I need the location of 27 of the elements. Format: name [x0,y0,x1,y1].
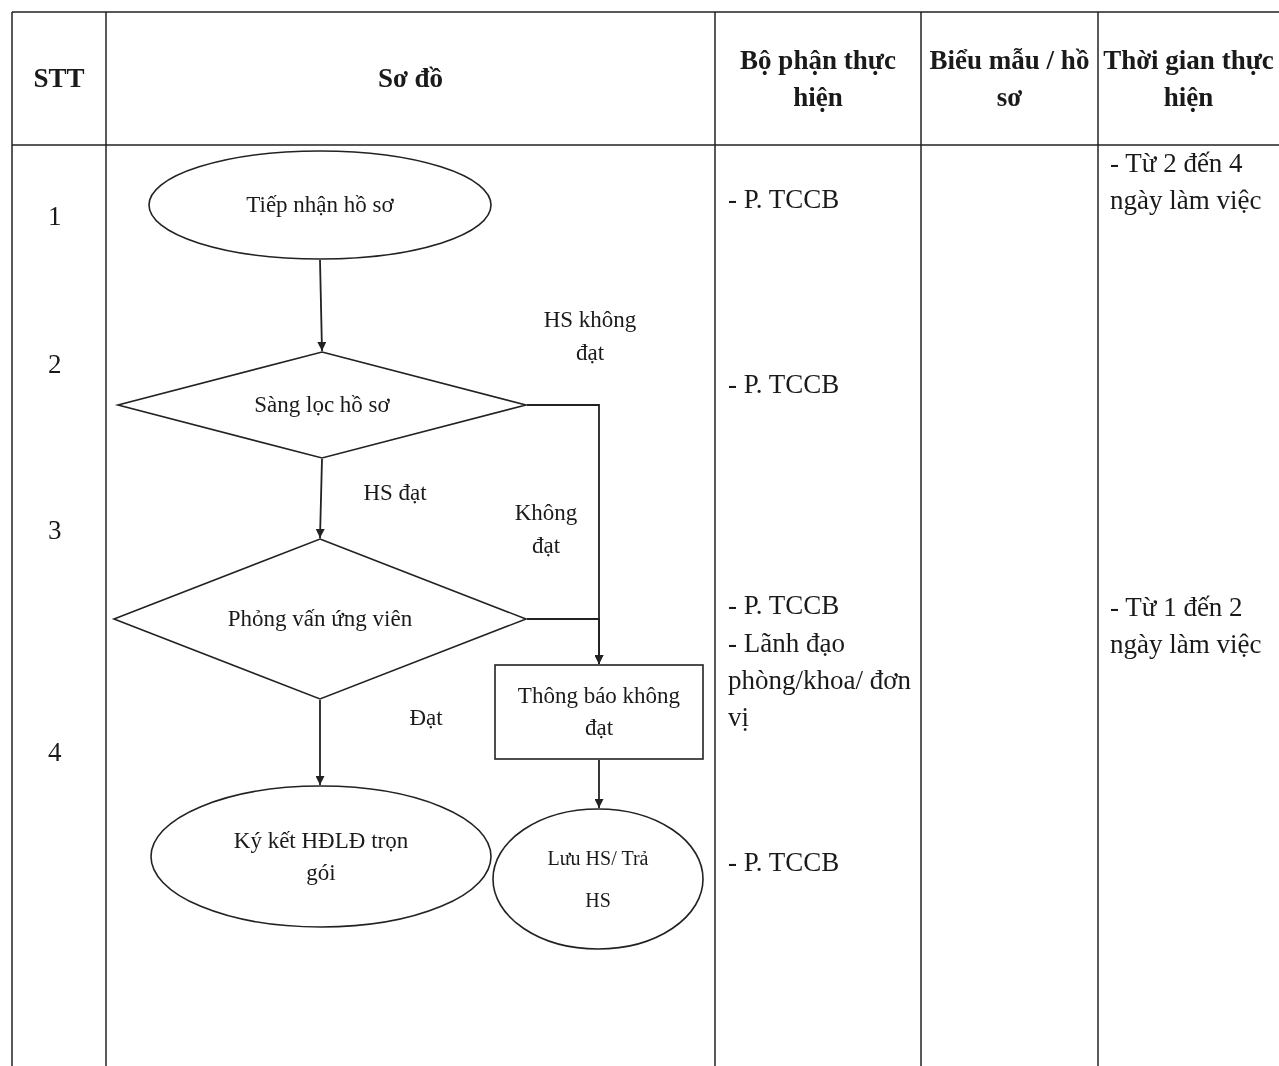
end-ellipse [492,808,704,950]
column-header: Biểu mẫu / hồ sơ [928,44,1091,114]
node-label: Tiếp nhận hồ sơ [245,191,395,219]
table-cell-text: - P. TCCB [728,183,841,216]
end-ellipse [150,785,492,928]
table-cell-text: - Từ 1 đến 2 ngày làm việc [1110,591,1263,661]
process-box [494,664,704,760]
table-cell-text: - Từ 2 đến 4 ngày làm việc [1110,147,1263,217]
table-cell-text: - Lãnh đạo phòng/khoa/ đơn vị [728,627,912,734]
row-number: 3 [48,514,63,547]
table-cell-text: - P. TCCB [728,589,841,622]
row-number: 1 [48,200,63,233]
node-label: Lưu HS/ Trả HS [546,846,650,913]
column-header: Sơ đồ [376,62,445,95]
node-label: Thông báo không đạt [516,682,682,742]
node-label: Sàng lọc hồ sơ [253,391,391,419]
column-header: STT [32,62,86,95]
row-number: 2 [48,348,63,381]
node-label: Phỏng vấn ứng viên [226,605,414,633]
table-cell-text: - P. TCCB [728,368,841,401]
row-number: 4 [48,736,63,769]
column-header: Thời gian thực hiện [1102,44,1275,114]
column-header: Bộ phận thực hiện [739,44,897,114]
start-ellipse [148,150,492,260]
table-cell-text: - P. TCCB [728,846,841,879]
decision-diamond [117,351,527,459]
node-label: Ký kết HĐLĐ trọn gói [232,826,410,887]
